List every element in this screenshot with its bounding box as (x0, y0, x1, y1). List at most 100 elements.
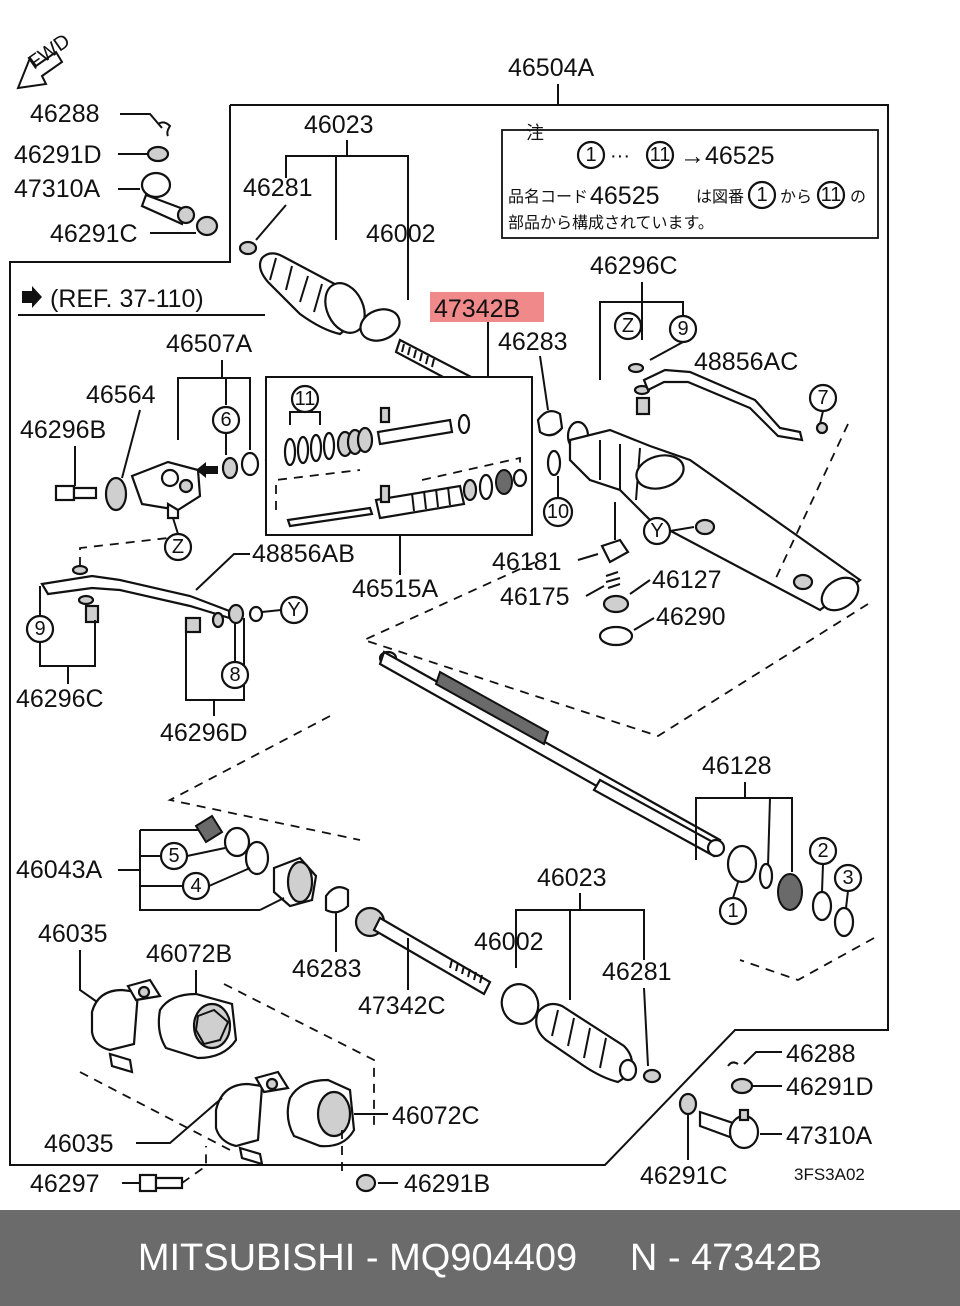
callout-8: 8 (229, 664, 240, 686)
leader-46290 (633, 617, 655, 631)
dash-lower-left (167, 715, 361, 841)
seal-46128-a (758, 862, 774, 890)
label-46515A: 46515A (352, 575, 439, 603)
pipe-48856AB (40, 574, 239, 622)
label-46023-top: 46023 (304, 111, 374, 139)
callout-Z-right: Z (622, 315, 634, 337)
label-47310A-top: 47310A (14, 175, 101, 203)
leader-Y-right (669, 526, 695, 532)
label-46283-bottom: 46283 (292, 955, 362, 983)
leader-7 (819, 410, 824, 425)
note-circle-start (576, 140, 606, 170)
note-circle-to (816, 180, 846, 210)
label-47342C: 47342C (358, 992, 446, 1020)
label-46127: 46127 (652, 566, 722, 594)
note-range-start: 1 (585, 144, 596, 166)
note-line2-kara: から (780, 189, 812, 206)
leader-46128-mid (767, 797, 771, 867)
o-ring-2 (811, 890, 833, 922)
nut-46291B (355, 1173, 377, 1193)
label-46002-bottom: 46002 (474, 928, 544, 956)
dash-kit-inner-right (421, 456, 521, 481)
tie-rod-end-top (140, 171, 196, 226)
dash-rack-box (361, 559, 869, 737)
lock-nut-top (195, 215, 219, 237)
dash-bracket-top (223, 983, 375, 1130)
yoke-46181 (600, 538, 630, 564)
main-assembly-frame (9, 104, 889, 1166)
label-47342B: 47342B (434, 295, 520, 323)
note-line2-no: の (850, 189, 866, 206)
callout-7: 7 (817, 387, 828, 409)
note-line2-mid: は図番 (696, 188, 744, 206)
leader-1 (732, 881, 739, 899)
bolt-46297 (138, 1173, 184, 1193)
lock-washer-top (536, 409, 564, 437)
label-46504A: 46504A (508, 54, 595, 82)
valve-shaft-kit (376, 406, 454, 446)
bushing-46043A-large (272, 856, 318, 908)
footer-ref-number: 47342B (691, 1236, 823, 1279)
label-46288-top: 46288 (30, 100, 100, 128)
valve-housing (130, 460, 202, 520)
note-marker: 注 (526, 123, 544, 143)
assembly-arrow-icon (196, 462, 218, 478)
leader-Z-left (172, 517, 179, 535)
bolt-46296D (184, 616, 202, 634)
bracket-46035-bottom (214, 1070, 290, 1166)
pipe-washer-top (627, 362, 645, 374)
castle-nut-top (146, 145, 170, 163)
o-ring-3 (833, 906, 855, 938)
label-46128: 46128 (702, 752, 772, 780)
castle-nut-bottom (730, 1077, 754, 1095)
cotter-pin-bottom (727, 1061, 739, 1067)
label-46291C-bottom: 46291C (640, 1162, 728, 1190)
leader-3 (845, 890, 849, 909)
inner-tie-rod-bottom (354, 906, 492, 996)
label-46291D-bottom: 46291D (786, 1073, 874, 1101)
note-line2-to: 11 (821, 184, 842, 206)
bracket-46507A (177, 377, 251, 450)
note-line3: 部品から構成されています。 (508, 214, 714, 232)
leader-4 (208, 867, 251, 887)
note-line2-from: 1 (756, 184, 767, 206)
note-line2-prefix: 品名コード (508, 188, 588, 206)
tie-rod-end-bottom (698, 1108, 760, 1150)
plug-46127 (602, 594, 630, 614)
leader-46281-top (255, 204, 287, 241)
ring-46043A-b (244, 840, 270, 876)
dash-link-Z (79, 537, 169, 566)
footer-sep1: - (355, 1236, 390, 1279)
band-top (359, 308, 401, 342)
note-range-target: →46525 (680, 142, 775, 170)
leader-46175 (585, 585, 605, 597)
label-46296C-left: 46296C (16, 685, 104, 713)
ring-46043A (223, 826, 251, 858)
locknut-46290 (598, 625, 634, 647)
label-46035-bottom: 46035 (44, 1130, 114, 1158)
label-46281-bottom: 46281 (602, 958, 672, 986)
clip-top (238, 240, 258, 256)
label-46283-top: 46283 (498, 328, 568, 356)
ring-kit-a (462, 478, 478, 502)
clip-bottom (642, 1068, 662, 1084)
label-46291B: 46291B (404, 1170, 490, 1198)
footer-bar: MITSUBISHI - MQ904409 N - 47342B (0, 1210, 960, 1306)
gear-housing (566, 420, 862, 612)
bearing-46128 (726, 844, 758, 884)
footer-gap (577, 1237, 630, 1280)
dash-lower-right (739, 937, 875, 981)
label-48856AB: 48856AB (252, 540, 355, 568)
ref-label: (REF. 37-110) (50, 285, 204, 313)
highlight-47342B (430, 292, 544, 322)
callout-Z-right-circle (613, 311, 643, 341)
bolt-46296B (54, 484, 98, 502)
label-46507A: 46507A (166, 330, 253, 358)
bracket-46035-top (90, 978, 162, 1074)
union-bolt-left (84, 604, 100, 624)
leader-9-right (649, 341, 684, 361)
callout-Z-left: Z (172, 536, 184, 558)
lock-nut-bottom (678, 1092, 698, 1116)
leader-46035-top (79, 950, 101, 1005)
bracket-11-kit (289, 411, 321, 425)
